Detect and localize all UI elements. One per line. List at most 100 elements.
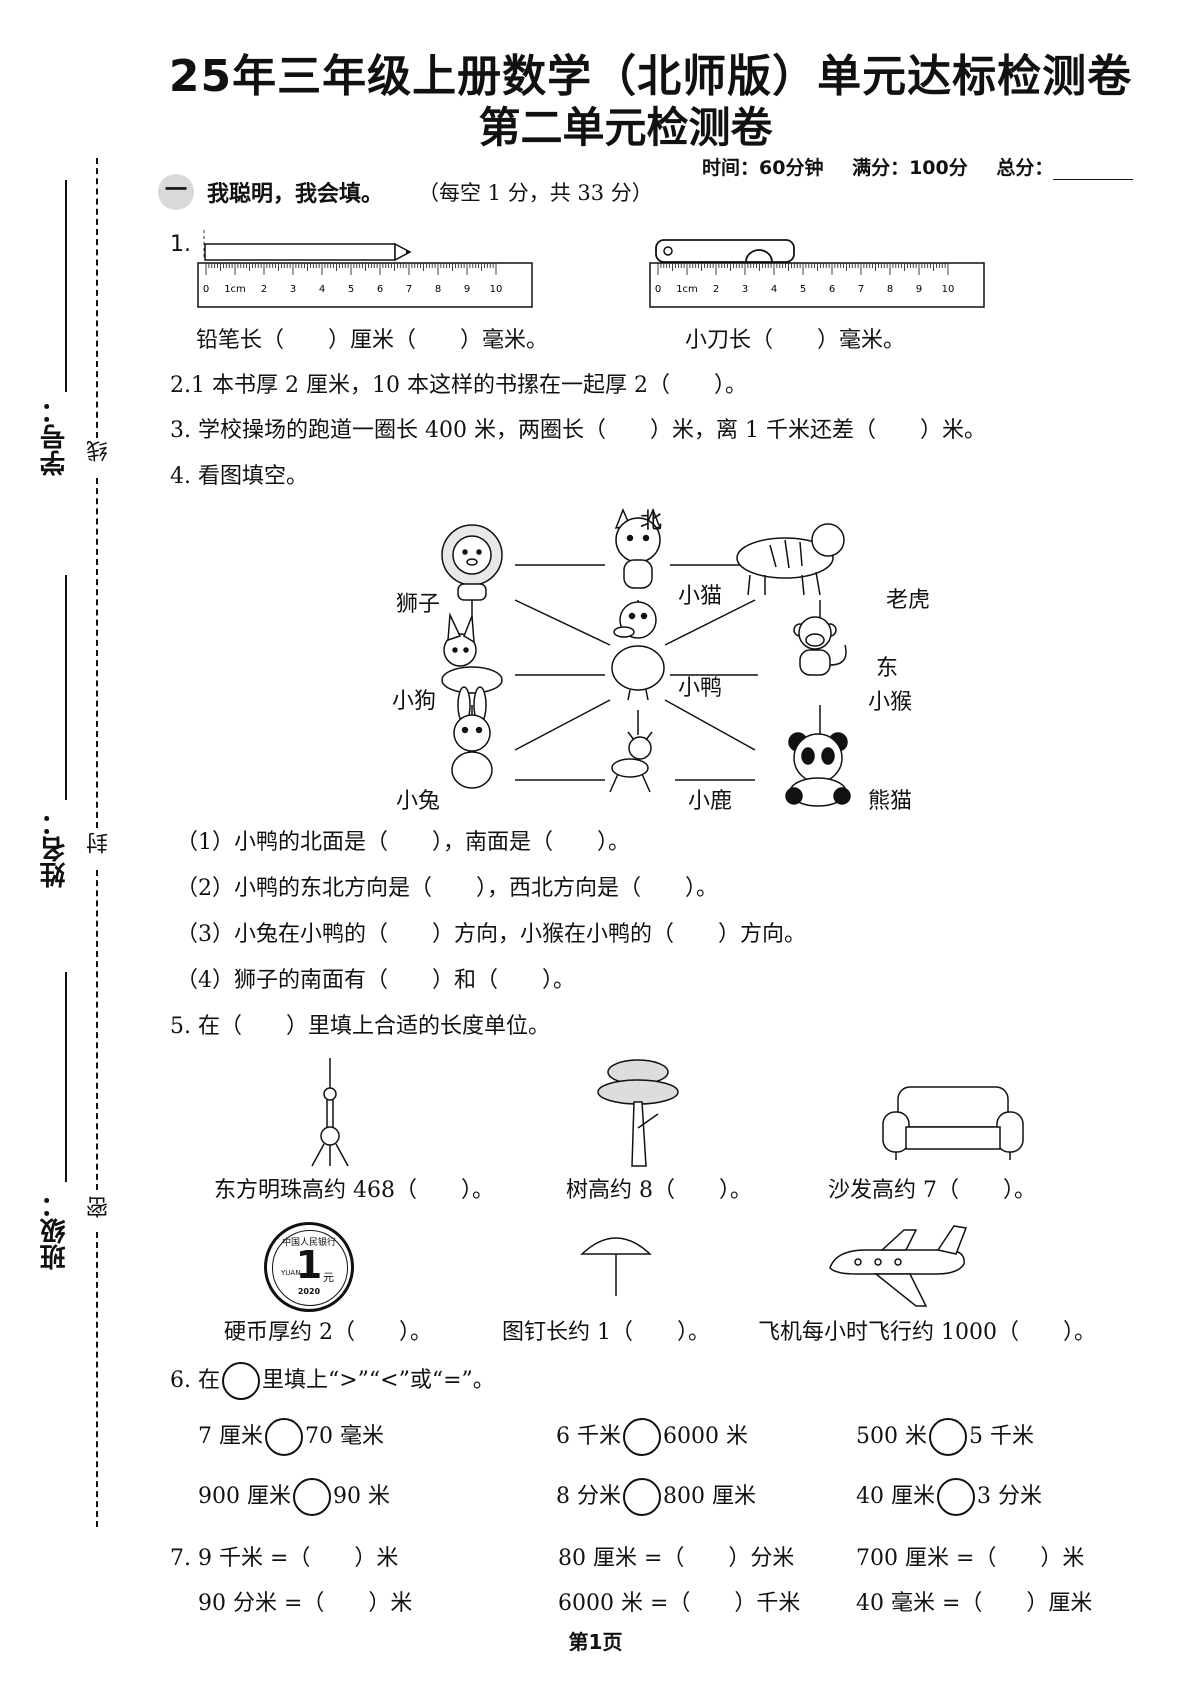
ruler2-label: 1cm [676,284,698,295]
q6-item-1-answer[interactable] [265,1418,303,1456]
coin-value: 1 [295,1243,323,1287]
q4-sub-3[interactable]: （3）小兔在小鸭的（ ）方向，小猴在小鸭的（ ）方向。 [176,922,806,947]
line-tiger-duck [664,599,756,646]
page-subtitle: 第二单元检测卷 [478,103,773,152]
coin-unit: 元 [323,1271,334,1284]
section-badge: 一 [158,174,194,210]
q6-item-6: 40 厘米 3 分米 [856,1478,1042,1516]
q7-item-5[interactable]: 6000 米 =（ ）千米 [558,1591,801,1616]
q5-item-pin[interactable]: 图钉长约 1（ ）。 [502,1320,710,1345]
q1-knife-text[interactable]: 小刀长（ ）毫米。 [685,328,906,353]
q6-item-2-answer[interactable] [623,1418,661,1456]
ruler1-label: 4 [319,284,325,295]
ruler1-label: 7 [406,284,412,295]
q7-item-1[interactable]: 7. 9 千米 =（ ）米 [170,1546,399,1571]
q6-item-5-left: 8 分米 [556,1484,621,1509]
pencil-lead [406,250,410,254]
total-score-label: 总分： [996,157,1054,179]
q6-item-6-left: 40 厘米 [856,1484,935,1509]
cut-line-lower [96,870,98,1190]
ruler2-label: 0 [655,284,661,295]
q6-title-post: 里填上“>”“<”或“=”。 [261,1368,495,1393]
ruler2-label: 6 [829,284,835,295]
q7-item-4[interactable]: 90 分米 =（ ）米 [198,1591,413,1616]
tower-icon [311,1058,349,1167]
page-number: 第1页 [568,1630,623,1654]
q6-title: 6. 在里填上“>”“<”或“=”。 [170,1362,495,1400]
q5-item-plane[interactable]: 飞机每小时飞行约 1000（ ）。 [758,1320,1096,1345]
label-monkey: 小猴 [868,690,913,715]
q6-item-6-answer[interactable] [937,1478,975,1516]
coin-yuan: YUAN [281,1269,301,1277]
q5-item-sofa[interactable]: 沙发高约 7（ ）。 [828,1178,1036,1203]
airplane-icon [829,1225,968,1307]
ruler2-label: 9 [916,284,922,295]
line-rabbit-duck [514,699,611,751]
cat-icon [614,508,662,589]
q4-title: 4. 看图填空。 [170,464,308,489]
ruler1-label: 2 [261,284,267,295]
q7-item-2[interactable]: 80 厘米 =（ ）分米 [558,1546,795,1571]
q6-item-5-answer[interactable] [623,1478,661,1516]
label-cat: 小猫 [678,584,723,609]
pencil-body [204,243,396,261]
direction-map [441,508,851,807]
section-title: 我聪明，我会填。 [207,182,384,207]
q1-number: 1. [170,232,191,257]
rabbit-icon [451,686,493,789]
duck-icon [611,601,665,701]
time-label: 时间：60分钟 [702,157,824,179]
q6-item-2-right: 6000 米 [663,1424,748,1449]
q2-text[interactable]: 2.1 本书厚 2 厘米，10 本这样的书摞在一起厚 2（ ）。 [170,373,747,398]
section-number: 一 [164,178,187,203]
q5-item-tree[interactable]: 树高约 8（ ）。 [566,1178,752,1203]
class-label: 班级： [40,1192,70,1270]
ruler1-label: 3 [290,284,296,295]
ruler2-label: 5 [800,284,806,295]
student-no-line[interactable] [65,180,67,392]
q6-item-4-left: 900 厘米 [198,1484,291,1509]
coin-year: 2020 [297,1287,321,1296]
cut-line-top [96,158,98,438]
q6-item-6-right: 3 分米 [977,1484,1042,1509]
monkey-icon [793,616,847,676]
deer-icon [609,731,653,793]
q3-text[interactable]: 3. 学校操场的跑道一圈长 400 米，两圈长（ ）米，离 1 千米还差（ ）米… [170,418,986,443]
label-rabbit: 小兔 [396,789,441,814]
knife-hole [663,246,673,256]
ruler1-label: 8 [435,284,441,295]
ruler-1-body [197,262,533,308]
ruler1-label: 1cm [224,284,246,295]
class-line[interactable] [65,972,67,1182]
ruler1-label: 0 [203,284,209,295]
pencil-tip [394,242,412,262]
q6-item-4-answer[interactable] [293,1478,331,1516]
q6-item-3-answer[interactable] [929,1418,967,1456]
ruler1-label: 9 [464,284,470,295]
q5-item-coin[interactable]: 硬币厚约 2（ ）。 [224,1320,432,1345]
ruler1-label: 6 [377,284,383,295]
q1-pencil-text[interactable]: 铅笔长（ ）厘米（ ）毫米。 [196,328,549,353]
q4-sub-4[interactable]: （4）狮子的南面有（ ）和（ ）。 [176,968,575,993]
label-duck: 小鸭 [678,676,723,701]
ruler2-label: 3 [742,284,748,295]
dog-icon [441,612,503,694]
pencil [203,230,412,262]
ruler2-label: 8 [887,284,893,295]
q4-sub-2[interactable]: （2）小鸭的东北方向是（ ），西北方向是（ ）。 [176,876,718,901]
q7-item-6[interactable]: 40 毫米 =（ ）厘米 [856,1591,1093,1616]
q7-item-3[interactable]: 700 厘米 =（ ）米 [856,1546,1085,1571]
east-label: 东 [876,656,899,681]
total-score-blank[interactable] [1053,163,1134,180]
q4-sub-1[interactable]: （1）小鸭的北面是（ ），南面是（ ）。 [176,830,630,855]
q6-circle-example [221,1362,260,1400]
name-line[interactable] [65,575,67,800]
student-no-label: 学号： [40,398,70,476]
label-panda: 熊猫 [868,789,913,814]
ruler1-label: 10 [490,284,503,295]
q5-item-tower[interactable]: 东方明珠高约 468（ ）。 [214,1178,494,1203]
